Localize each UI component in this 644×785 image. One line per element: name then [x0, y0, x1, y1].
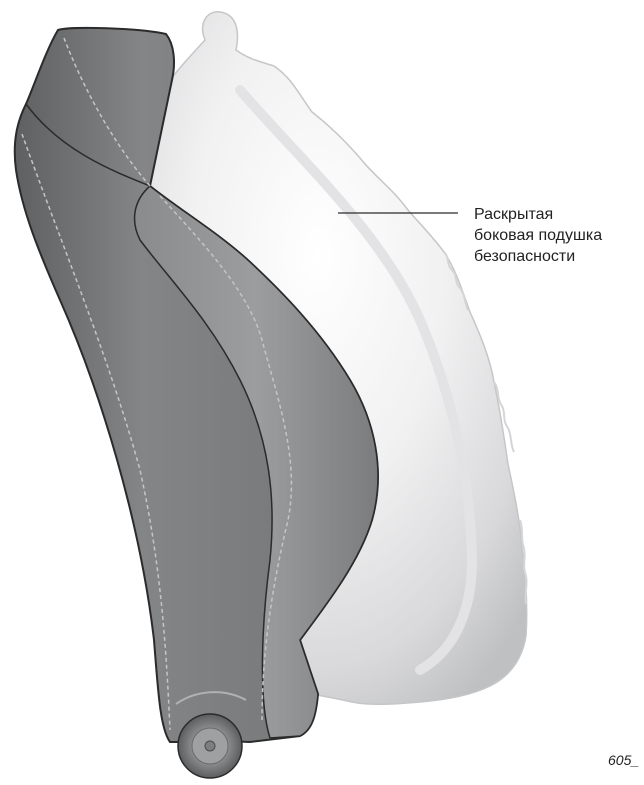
callout-label: Раскрытая боковая подушка безопасности	[474, 204, 639, 267]
recliner-knob	[178, 714, 242, 778]
callout-line-3: безопасности	[474, 246, 639, 267]
callout-line-2: боковая подушка	[474, 225, 639, 246]
callout-line-1: Раскрытая	[474, 204, 639, 225]
figure-id: 605_	[608, 752, 639, 768]
